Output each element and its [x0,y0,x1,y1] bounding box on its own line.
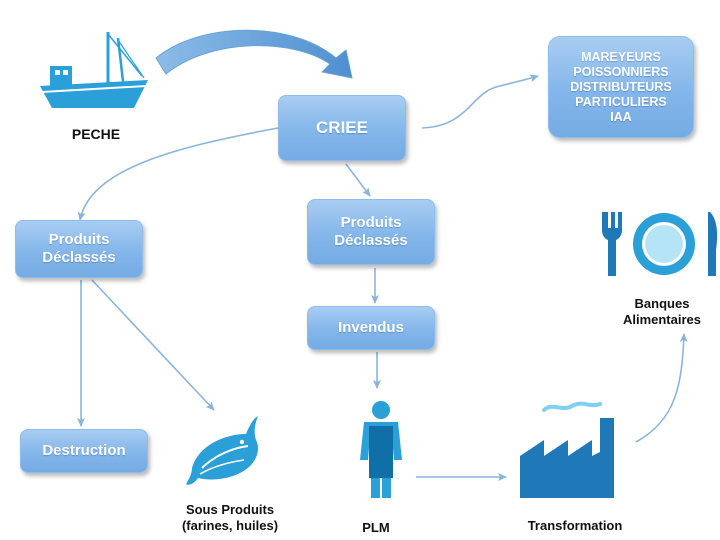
left-produits-declasses-node: Produits Déclassés [15,220,143,278]
criee-to-center-declasses-arrow [345,163,371,197]
plate-fork-knife-icon [602,212,718,276]
criee-label: CRIEE [316,117,368,137]
plm-label: PLM [362,520,390,535]
fishing-boat-icon [40,32,148,108]
destruction-label: Destruction [42,442,126,459]
criee-to-buyers-arrow [421,74,539,129]
criee-node: CRIEE [278,95,406,161]
criee-to-left-declasses-arrow [77,127,279,221]
sous-produits-label: Sous Produits (farines, huiles) [181,502,279,534]
worker-icon [360,401,402,498]
factory-icon [520,401,614,498]
buyers-label: MAREYEURS POISSONNIERS DISTRIBUTEURS PAR… [570,49,672,124]
center-produits-declasses-label: Produits Déclassés [334,214,408,249]
fish-icon [186,416,258,485]
center-produits-declasses-node: Produits Déclassés [307,199,435,265]
peche-label: PECHE [71,126,121,142]
transformation-to-banques-arrow [635,333,688,443]
buyers-node: MAREYEURS POISSONNIERS DISTRIBUTEURS PAR… [548,36,694,138]
invendus-label: Invendus [338,319,404,336]
left-produits-declasses-label: Produits Déclassés [42,231,116,266]
invendus-node: Invendus [307,306,435,350]
declasses-to-sous-produits-arrow [91,279,215,411]
destruction-node: Destruction [20,429,148,473]
banques-alimentaires-label: Banques Alimentaires [622,296,702,328]
peche-to-criee-arrow [155,29,353,79]
transformation-label: Transformation [527,518,623,533]
